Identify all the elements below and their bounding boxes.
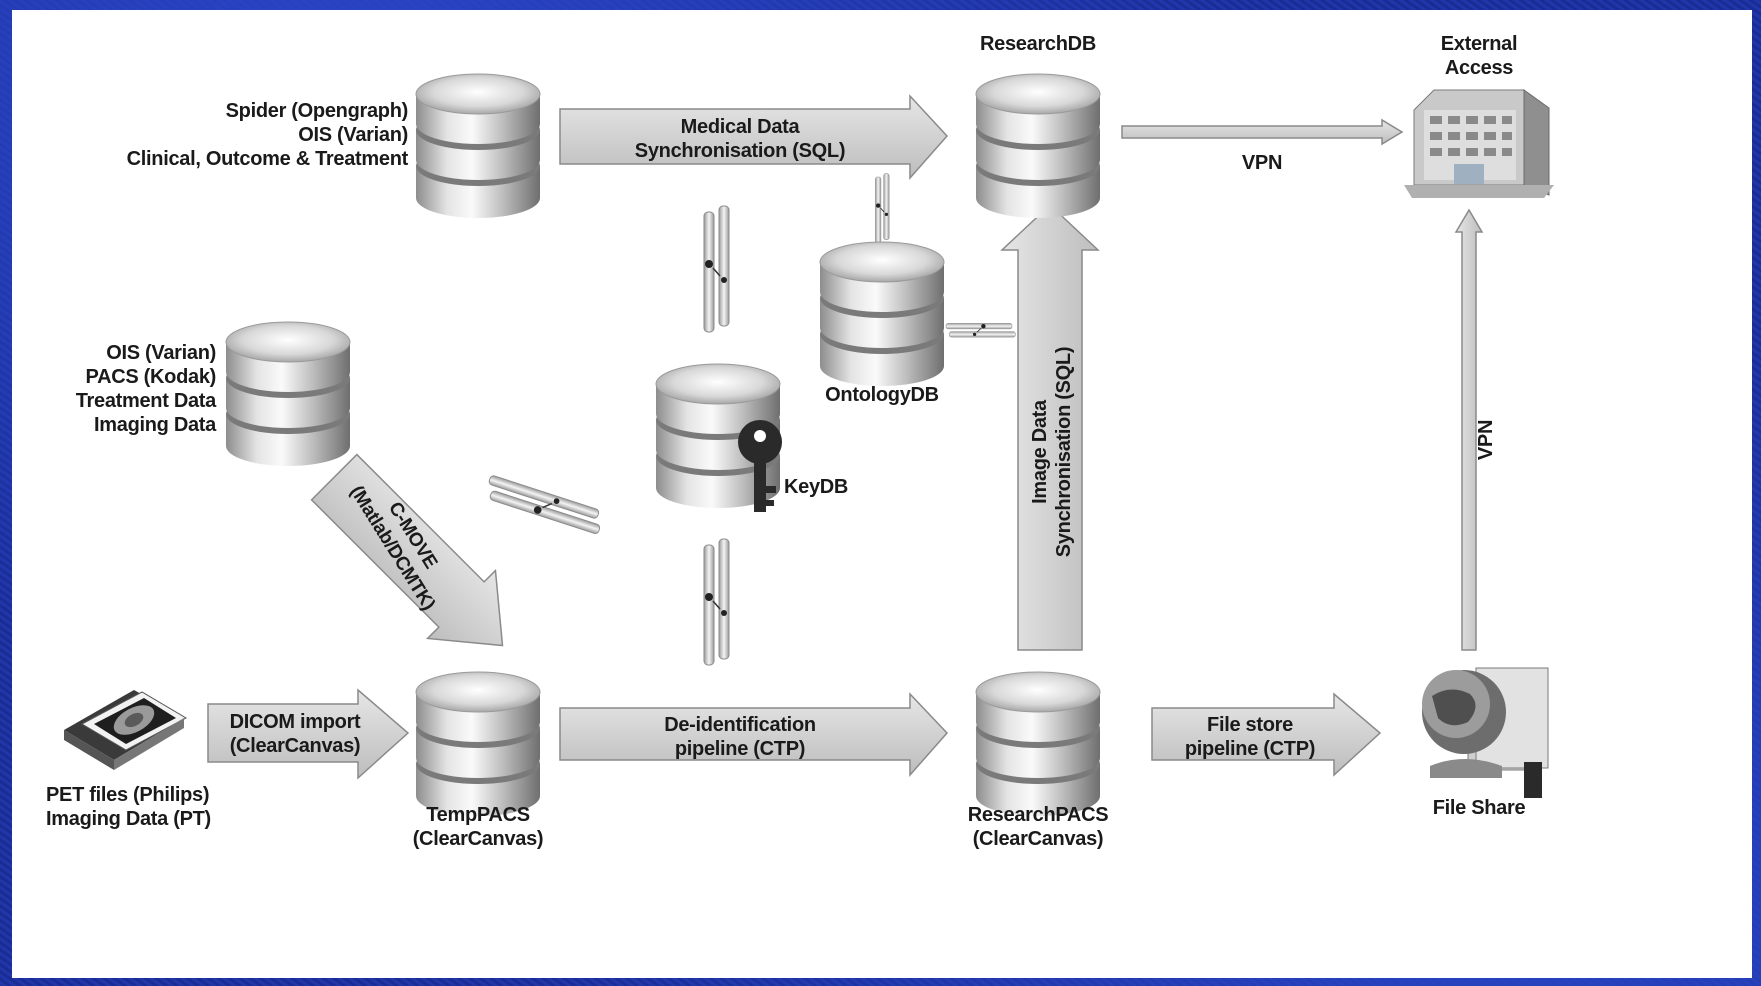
node-label-keydb: KeyDB <box>784 476 849 498</box>
node-label-ois-pacs: OIS (Varian) PACS (Kodak) Treatment Data… <box>75 342 217 436</box>
arrow-vpn-top <box>1121 118 1404 146</box>
connector-icon-keydb-bottom <box>703 538 730 666</box>
node-label-ontologydb: OntologyDB <box>825 384 939 406</box>
edge-label-image-sync: Image Data Synchronisation (SQL) <box>1029 346 1075 558</box>
arrow-c-move <box>310 453 504 647</box>
node-label-file-share: File Share <box>1432 797 1526 819</box>
pet-scan-image-icon <box>64 690 188 770</box>
node-label-researchpacs: ResearchPACS (ClearCanvas) <box>967 804 1109 850</box>
diagram-canvas: Spider (Opengraph) OIS (Varian) Clinical… <box>12 10 1752 978</box>
node-label-spider-ois: Spider (Opengraph) OIS (Varian) Clinical… <box>126 100 409 170</box>
database-icon-temppacs <box>415 671 541 817</box>
node-label-temppacs: TempPACS (ClearCanvas) <box>412 804 544 850</box>
key-icon <box>738 420 782 512</box>
node-label-researchdb: ResearchDB <box>980 33 1096 55</box>
node-label-pet-files: PET files (Philips) Imaging Data (PT) <box>46 784 211 830</box>
arrow-file-store <box>1151 692 1382 777</box>
arrow-deidentification <box>559 692 949 777</box>
edge-label-deidentification: De-identification pipeline (CTP) <box>664 714 816 760</box>
database-icon-ois-pacs <box>225 321 351 467</box>
connector-icon-ontology-researchdb <box>874 173 890 244</box>
office-building-icon <box>1404 89 1554 198</box>
database-icon-researchpacs <box>975 671 1101 817</box>
database-icon-spider <box>415 73 541 219</box>
globe-file-share-icon <box>1422 667 1549 798</box>
node-label-external-access: External Access <box>1440 33 1518 79</box>
edge-label-vpn-top: VPN <box>1241 152 1283 174</box>
connector-icon-ontology-side <box>945 322 1016 338</box>
arrow-medical-sync <box>559 94 949 180</box>
edge-label-vpn-right: VPN <box>1475 419 1497 461</box>
database-icon-ontologydb <box>819 241 945 387</box>
edge-label-file-store: File store pipeline (CTP) <box>1184 714 1316 760</box>
edge-label-dicom-import: DICOM import (ClearCanvas) <box>229 711 361 757</box>
connector-icon-keydb-temppacs <box>483 474 606 536</box>
diagram-graphics <box>64 73 1554 817</box>
arrow-image-sync <box>1000 203 1100 651</box>
edge-label-medical-sync: Medical Data Synchronisation (SQL) <box>634 116 846 162</box>
connector-icon-keydb-top <box>703 205 730 333</box>
database-icon-researchdb <box>975 73 1101 219</box>
arrow-dicom-import <box>207 688 410 780</box>
arrow-vpn-right <box>1454 208 1484 651</box>
